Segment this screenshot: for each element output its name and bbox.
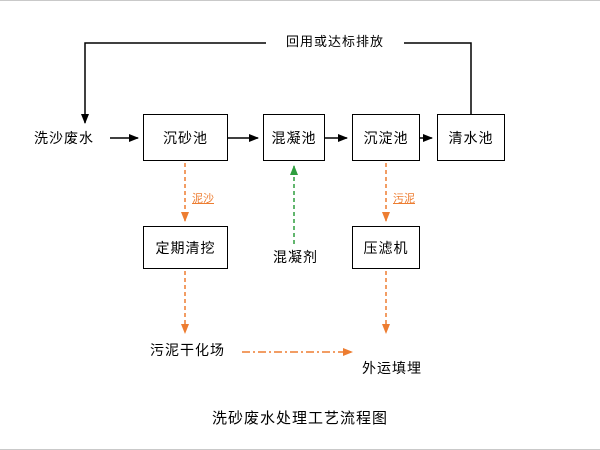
- grit-tank-box: 沉砂池: [143, 114, 228, 161]
- filter-press-box: 压滤机: [352, 226, 420, 269]
- sludge-drying-field-label: 污泥干化场: [150, 343, 225, 359]
- coagulant-label: 混凝剂: [273, 250, 318, 266]
- periodic-dredging-box: 定期清挖: [143, 226, 228, 269]
- sedimentation-tank-box: 沉淀池: [352, 114, 420, 161]
- return-loop-line: [81, 42, 472, 124]
- coagulation-tank-box: 混凝池: [263, 114, 325, 161]
- silt-label: 泥沙: [192, 192, 214, 205]
- inlet-label: 洗沙废水: [34, 131, 94, 147]
- offsite-landfill-label: 外运填埋: [362, 361, 422, 377]
- diagram-title: 洗砂废水处理工艺流程图: [211, 409, 388, 427]
- clean-water-tank-box: 清水池: [437, 114, 505, 161]
- sludge-label: 污泥: [393, 192, 415, 205]
- return-flow-label: 回用或达标排放: [266, 35, 404, 51]
